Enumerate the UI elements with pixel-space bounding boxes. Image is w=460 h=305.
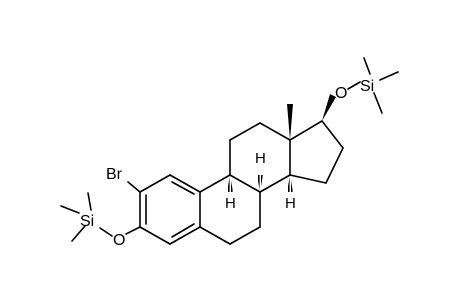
o3-silicon-bond: [99, 227, 113, 237]
ring-b: [199, 174, 261, 245]
si17-methyl-right-bond: [379, 71, 399, 81]
h9-label: H: [225, 195, 236, 212]
h9-hashed-bond: [227, 175, 233, 192]
si17-methyl-down-bond: [373, 92, 383, 114]
o17-silicon-bond: [347, 81, 361, 90]
h14-label: H: [285, 195, 296, 212]
si3-methyl-left-bond: [60, 205, 80, 214]
h8-hashed-bond: [257, 175, 263, 192]
si17-label: Si: [360, 78, 374, 95]
c17-oxygen-wedge-bond: [322, 94, 336, 121]
si3-methyl-down-bond: [71, 225, 86, 242]
si3-label: Si: [80, 213, 94, 230]
o17-label: O: [335, 85, 347, 102]
c2-bromine-bond: [127, 181, 141, 193]
h8-label: H: [255, 150, 266, 167]
o3-label: O: [113, 232, 125, 249]
si17-methyl-up-bond: [363, 57, 371, 75]
c3-oxygen-bond: [125, 226, 141, 235]
methyl-wedge-bond: [287, 104, 293, 140]
si3-methyl-up-bond: [87, 192, 92, 211]
ring-a-aromatic: [139, 174, 201, 245]
ring-c: [229, 122, 291, 193]
h14-hashed-bond: [287, 175, 293, 192]
ring-d: [289, 120, 344, 184]
bromine-label: Br: [106, 166, 123, 183]
